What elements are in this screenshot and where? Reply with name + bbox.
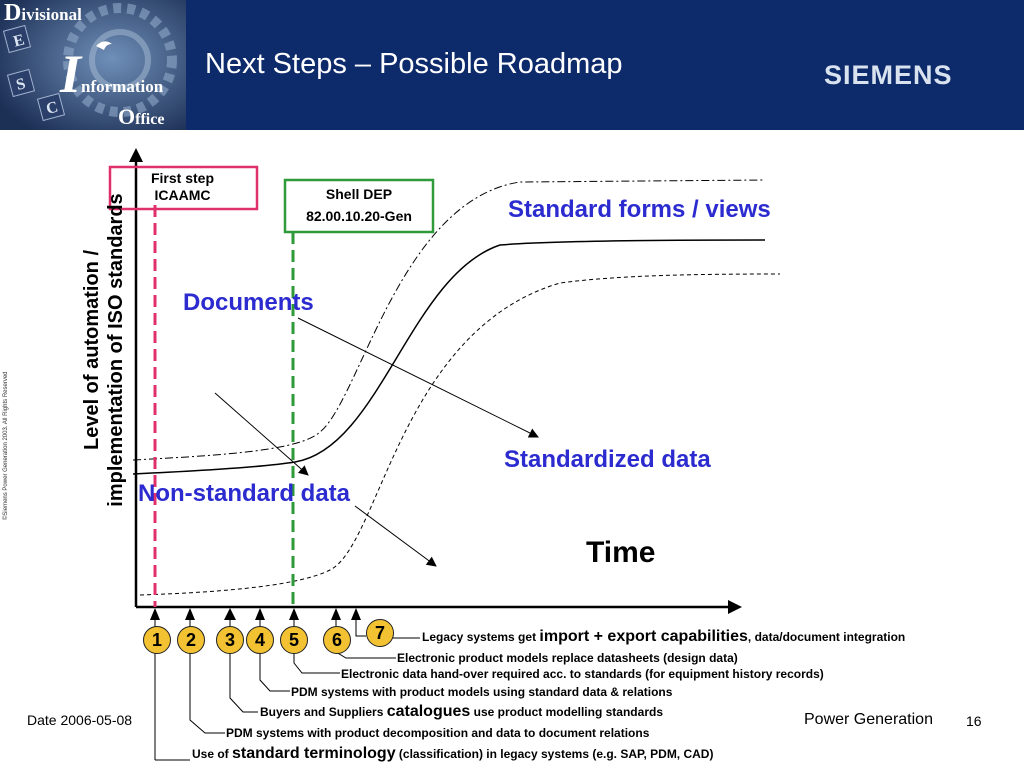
non-standard-data-label: Non-standard data	[138, 480, 351, 507]
pointer-4-path	[259, 652, 290, 692]
step-1-description: Use of standard terminology (classificat…	[192, 745, 713, 763]
arrowhead-4	[255, 608, 265, 620]
milestone-badge-5: 5	[280, 626, 308, 654]
shell-dep-line-2: 82.00.10.20-Gen	[306, 208, 412, 224]
middle-solid-curve	[132, 239, 766, 475]
documents-label: Documents	[183, 289, 314, 316]
milestone-badge-6: 6	[323, 626, 351, 654]
pointer-5-path	[293, 652, 340, 674]
upper-dashdot-curve	[132, 179, 766, 461]
step-3-pre: Buyers and Suppliers	[260, 705, 387, 719]
logo-line-2-cap: I	[59, 44, 83, 104]
step-3-description: Buyers and Suppliers catalogues use prod…	[260, 703, 663, 721]
shell-dep-line-1: Shell DEP	[325, 186, 393, 202]
step-7-post: , data/document integration	[747, 630, 906, 644]
logo-line-3: Office	[118, 104, 164, 129]
step-1-post: (classification) in legacy systems (e.g.…	[395, 747, 714, 761]
milestone-badge-4: 4	[246, 626, 274, 654]
logo-letter-c: C	[44, 99, 60, 118]
division-logo: E S C Divisional Information Office	[0, 0, 186, 130]
x-axis-label: Time	[586, 536, 656, 569]
header-band: E S C Divisional Information Office Next…	[0, 0, 1024, 130]
y-axis-label-line-2: implementation of ISO standards	[105, 193, 127, 507]
pointer-6-path	[335, 651, 396, 659]
bird-icon	[96, 41, 112, 50]
first-step-label: First step ICAAMC	[135, 170, 230, 204]
first-step-line-2: ICAAMC	[154, 187, 211, 203]
logo-line-1-rest: ivisional	[21, 5, 82, 24]
step-7-emph: import + export capabilities	[539, 628, 748, 645]
standardized-data-label: Standardized data	[504, 446, 711, 473]
arrowhead-1	[150, 608, 160, 620]
milestone-badge-3: 3	[216, 626, 244, 654]
milestone-badge-2: 2	[177, 626, 205, 654]
step-1-pre: Use of	[192, 747, 233, 761]
documents-arrow	[297, 317, 539, 438]
shell-dep-box	[283, 178, 435, 234]
y-axis-arrowhead	[129, 148, 143, 162]
logo-line-1-cap: D	[4, 0, 21, 26]
arrowhead-2	[185, 608, 195, 620]
first-step-box	[108, 165, 259, 211]
step-7-description: Legacy systems get import + export capab…	[422, 628, 905, 646]
logo-line-1: Divisional	[4, 0, 82, 26]
pointer-7-path	[355, 618, 366, 637]
x-axis-arrowhead	[728, 600, 742, 614]
logo-letter-e: E	[12, 31, 27, 50]
standard-forms-label: Standard forms / views	[508, 196, 771, 223]
step-3-emph: catalogues	[386, 703, 471, 720]
logo-line-3-rest: ffice	[135, 111, 164, 128]
logo-line-2-rest: nformation	[81, 77, 164, 96]
first-step-line-1: First step	[150, 170, 214, 186]
logo-line-2: Information	[59, 44, 164, 104]
page-number: 16	[966, 713, 982, 729]
step-1-emph: standard terminology	[232, 745, 396, 762]
footer-organization: Power Generation	[804, 711, 933, 728]
pointer-3-path	[229, 652, 258, 713]
step-6-description: Electronic product models replace datash…	[397, 651, 738, 665]
siemens-logo: SIEMENS	[824, 60, 953, 90]
logo-letter-s: S	[14, 75, 27, 94]
logo-line-3-cap: O	[118, 104, 135, 129]
arrowhead-5	[289, 608, 299, 620]
documents-to-nonstandard-arrow	[214, 392, 309, 476]
milestone-badge-1: 1	[143, 626, 171, 654]
step-2-description: PDM systems with product decomposition a…	[226, 726, 650, 740]
arrowhead-7	[351, 608, 361, 620]
milestone-arrowheads	[150, 608, 361, 620]
y-axis-label: Level of automation / implementation of …	[80, 140, 128, 560]
slide-title: Next Steps – Possible Roadmap	[205, 48, 623, 80]
step-5-description: Electronic data hand-over required acc. …	[341, 667, 824, 681]
step-4-description: PDM systems with product models using st…	[291, 685, 673, 699]
y-axis-label-line-1: Level of automation /	[81, 249, 103, 451]
step-7-pre: Legacy systems get	[422, 630, 540, 644]
shell-dep-label: Shell DEP 82.00.10.20-Gen	[287, 183, 431, 227]
milestone-badge-7: 7	[366, 619, 394, 647]
step-3-post: use product modelling standards	[470, 705, 663, 719]
arrowhead-6	[331, 608, 341, 620]
pointer-2-path	[189, 652, 225, 734]
lower-dashed-curve	[139, 273, 781, 596]
arrowhead-3	[224, 608, 236, 620]
logo-graphic: E S C Divisional Information Office	[0, 0, 186, 130]
footer-date: Date 2006-05-08	[27, 712, 133, 728]
nonstandard-arrow	[354, 505, 437, 567]
